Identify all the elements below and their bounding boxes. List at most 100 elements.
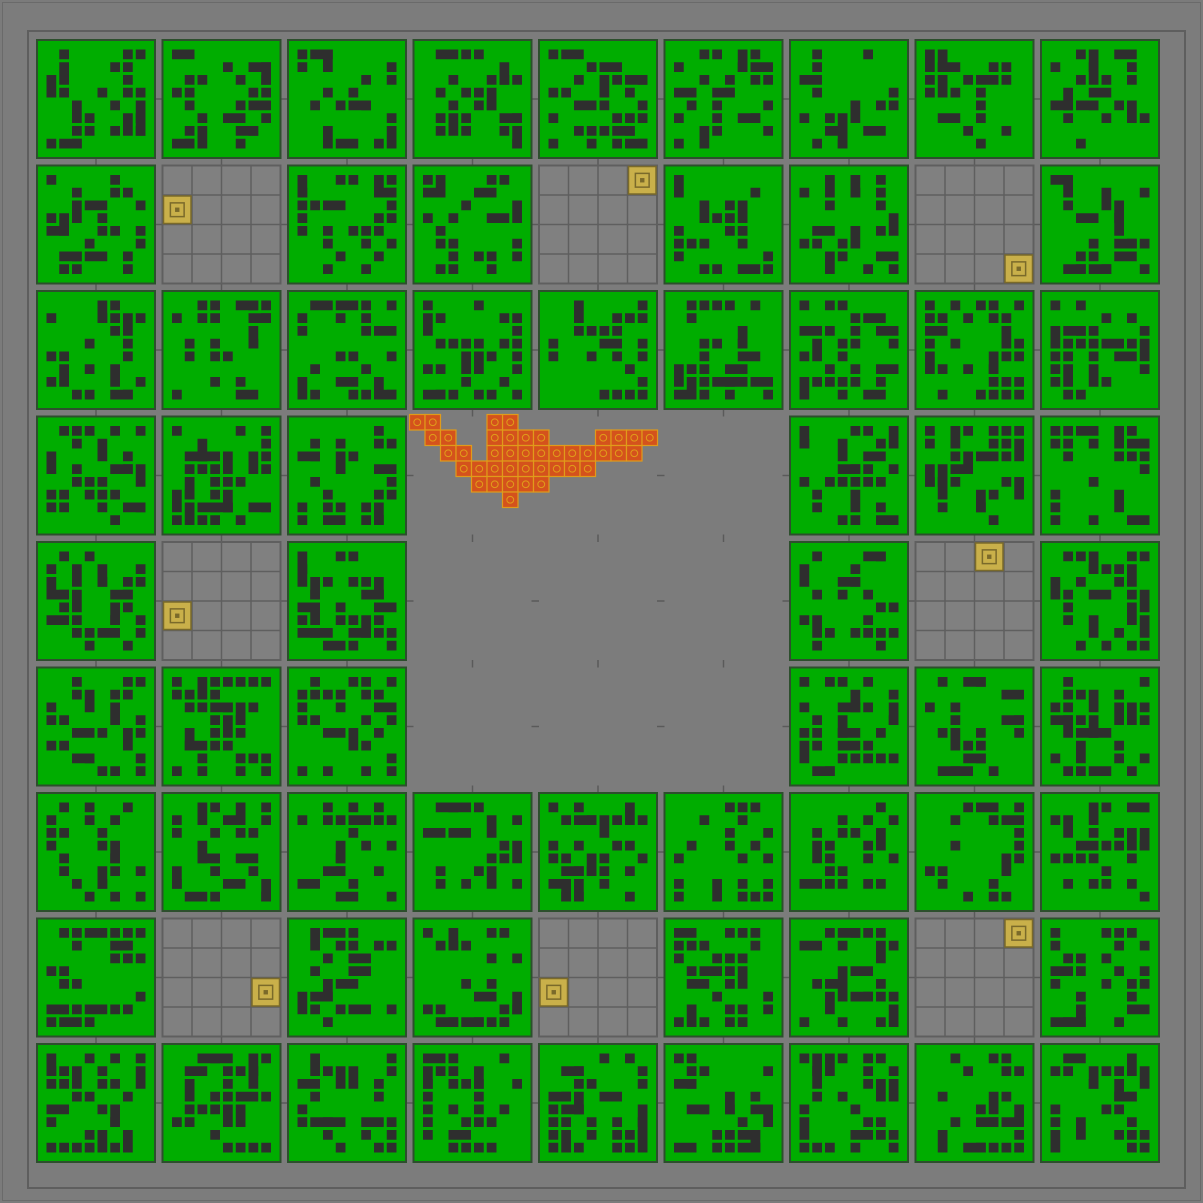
wall-cell (712, 1143, 722, 1153)
powerup-token (976, 543, 1004, 571)
wall-cell (110, 62, 120, 72)
fire-cell (487, 446, 503, 462)
wall-cell (349, 390, 359, 400)
wall-cell (989, 1054, 999, 1064)
wall-cell (198, 677, 208, 700)
wall-cell (210, 892, 220, 902)
wall-cell (98, 226, 108, 236)
wall-cell (738, 928, 748, 938)
wall-cell (1063, 590, 1073, 600)
wall-cell (500, 1017, 510, 1027)
wall-cell (700, 1066, 710, 1076)
wall-cell (172, 515, 182, 525)
wall-cell (725, 377, 748, 387)
wall-cell (1089, 239, 1099, 249)
wall-cell (851, 326, 861, 336)
fire-cell (518, 446, 534, 462)
wall-cell (812, 841, 822, 864)
wall-cell (1051, 966, 1074, 976)
wall-cell (310, 603, 320, 626)
wall-cell (800, 377, 810, 400)
wall-cell (374, 628, 384, 638)
wall-cell (838, 866, 848, 876)
wall-cell (512, 841, 522, 864)
wall-cell (1127, 564, 1137, 587)
wall-cell (963, 803, 973, 813)
wall-cell (700, 390, 710, 400)
wall-cell (838, 879, 848, 889)
wall-cell (763, 1066, 773, 1076)
wall-cell (323, 928, 346, 938)
wall-cell (98, 88, 108, 98)
wall-cell (298, 515, 308, 525)
wall-cell (1002, 313, 1012, 323)
wall-cell (1051, 577, 1061, 600)
wall-cell (336, 452, 346, 475)
wall-cell (674, 854, 684, 864)
wall-cell (889, 1143, 899, 1153)
wall-cell (712, 101, 722, 111)
wall-cell (336, 615, 346, 625)
wall-cell (474, 50, 484, 60)
wall-cell (863, 841, 873, 851)
wall-cell (47, 564, 57, 574)
wall-cell (800, 75, 823, 85)
wall-cell (738, 1005, 748, 1015)
wall-cell (387, 477, 397, 487)
wall-cell (574, 126, 584, 136)
wall-cell (951, 1117, 961, 1127)
wall-cell (587, 1079, 597, 1089)
wall-cell (825, 175, 835, 198)
wall-cell (310, 966, 320, 976)
wall-cell (461, 377, 471, 387)
wall-cell (85, 552, 95, 562)
destructible-block (163, 40, 281, 158)
wall-cell (638, 390, 648, 400)
wall-cell (1140, 590, 1150, 613)
wall-cell (1063, 352, 1073, 362)
wall-cell (1127, 766, 1137, 776)
wall-cell (336, 892, 359, 902)
wall-cell (738, 1117, 748, 1127)
wall-cell (436, 879, 446, 889)
wall-cell (349, 641, 359, 651)
empty-tile (163, 919, 281, 1037)
wall-cell (423, 1092, 433, 1102)
destructible-block (37, 291, 155, 409)
wall-cell (1014, 1143, 1024, 1153)
destructible-block (414, 40, 532, 158)
wall-cell (310, 101, 320, 111)
wall-cell (1076, 1117, 1086, 1140)
wall-cell (461, 50, 471, 60)
wall-cell (298, 326, 308, 336)
wall-cell (725, 1005, 735, 1015)
wall-cell (1127, 1130, 1137, 1140)
wall-cell (763, 101, 773, 111)
wall-cell (712, 126, 722, 136)
wall-cell (938, 390, 948, 400)
wall-cell (587, 1117, 597, 1127)
wall-cell (236, 377, 246, 387)
wall-cell (387, 1054, 397, 1064)
wall-cell (838, 741, 861, 751)
wall-cell (387, 1143, 397, 1153)
wall-cell (712, 954, 722, 964)
wall-cell (223, 677, 233, 687)
fire-cell (441, 446, 457, 462)
wall-cell (625, 364, 635, 374)
wall-cell (110, 490, 120, 500)
wall-cell (98, 841, 108, 851)
wall-cell (361, 677, 371, 687)
wall-cell (249, 754, 259, 764)
wall-cell (387, 352, 397, 362)
wall-cell (461, 201, 471, 211)
wall-cell (625, 1143, 635, 1153)
wall-cell (600, 101, 610, 111)
wall-cell (110, 515, 120, 525)
wall-cell (185, 75, 195, 85)
wall-cell (210, 301, 220, 311)
destructible-block (414, 291, 532, 409)
wall-cell (738, 803, 748, 813)
wall-cell (110, 866, 120, 876)
wall-cell (1051, 515, 1061, 525)
